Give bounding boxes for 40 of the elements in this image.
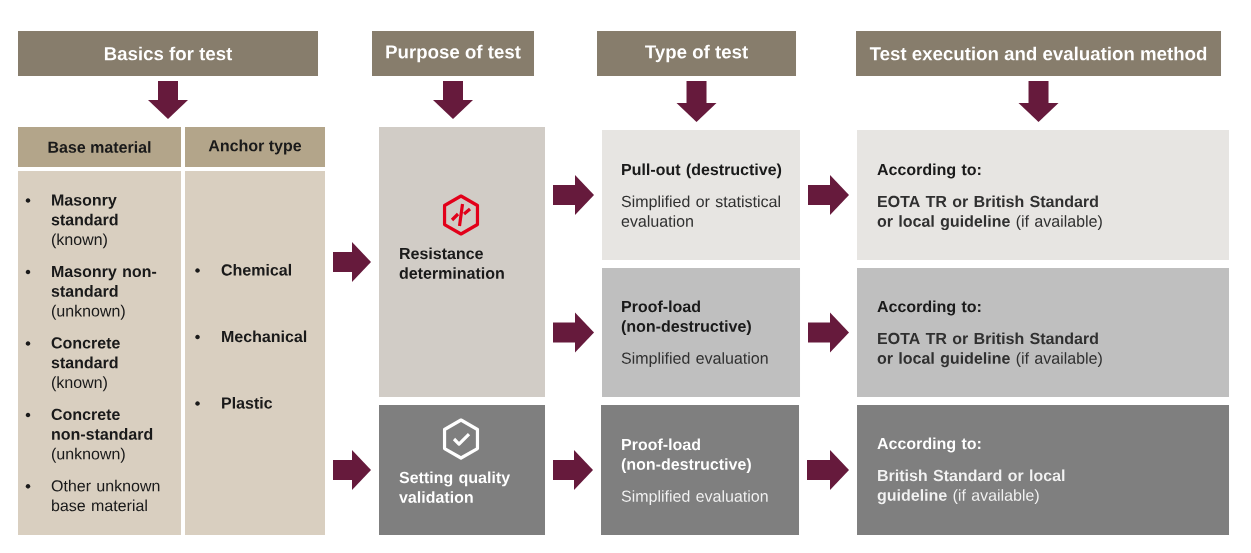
title-text: Proof-load (non-destructive) [621, 438, 751, 474]
body-text: EOTA TR or British Standard or local guideline (if available) [877, 195, 1102, 231]
title-text: According to: [877, 437, 981, 453]
block-arrow [433, 81, 473, 119]
block-arrow [553, 450, 593, 490]
block-arrow [553, 175, 594, 215]
block-arrow [808, 175, 849, 215]
table-header-cell: Base material [18, 127, 181, 167]
block-arrow [807, 450, 849, 490]
title-text: According to: [877, 163, 981, 179]
list-item: Mechanical [222, 330, 307, 343]
list-item: Concrete standard (known) [51, 337, 120, 392]
header-bar: Type of test [597, 31, 796, 76]
list-item: Chemical [221, 263, 291, 276]
title-text: Resistance determination [399, 247, 504, 279]
block-arrow [553, 312, 594, 353]
body-text: British Standard or local guideline (if available) [877, 469, 1065, 505]
header-bar: Test execution and evaluation method [856, 31, 1221, 76]
block-arrow [808, 312, 849, 353]
list-item: Masonry non-standard (unknown) [51, 265, 157, 320]
block-arrow [333, 242, 371, 282]
list-item: Masonry standard (known) [51, 194, 118, 249]
table-header-cell: Anchor type [185, 127, 325, 167]
title-text: Proof-load (non-destructive) [621, 300, 751, 336]
body-text: Simplified evaluation [621, 352, 768, 368]
body-text: EOTA TR or British Standard or local guideline (if available) [877, 332, 1102, 368]
list-item: Plastic [222, 397, 273, 409]
block-arrow [333, 450, 371, 490]
title-text: Setting quality validation [399, 471, 511, 503]
body-text: Simplified or statistical evaluation [621, 195, 780, 227]
block-arrow [1018, 81, 1059, 122]
list-item: Other unknown base material [51, 479, 160, 512]
header-bar: Purpose of test [372, 31, 534, 76]
header-bar: Basics for test [18, 31, 318, 76]
block-arrow [148, 81, 188, 119]
title-text: According to: [877, 300, 981, 316]
list-item: Concrete non-standard (unknown) [51, 408, 153, 463]
body-text: Simplified evaluation [621, 490, 768, 506]
block-arrow [676, 81, 717, 122]
title-text: Pull-out (destructive) [622, 163, 782, 179]
